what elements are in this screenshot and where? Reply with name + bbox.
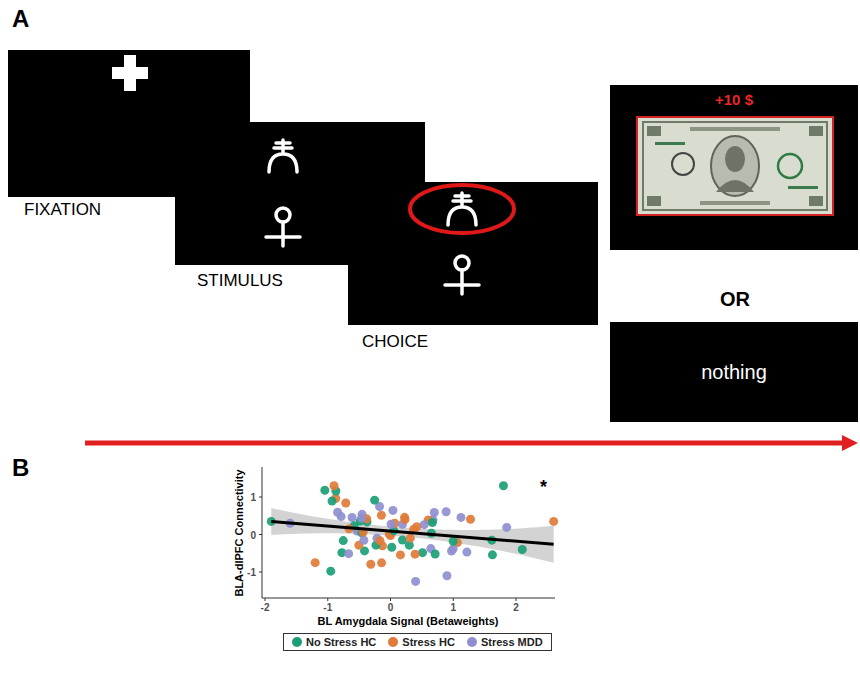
data-point [411,550,420,559]
data-point [442,507,451,516]
data-point [431,549,440,558]
data-point [377,511,386,520]
data-point [337,512,346,521]
data-point [418,548,427,557]
regression-line [271,522,553,545]
data-point [462,548,471,557]
data-point [339,536,348,545]
tick-label: 0 [388,602,394,613]
legend-entry: Stress MDD [467,636,543,648]
legend-swatch [388,637,398,647]
tick-label: -1 [323,602,332,613]
data-point [348,513,357,522]
data-point [370,496,379,505]
confidence-band [271,508,553,563]
data-point [311,558,320,567]
or-text: OR [720,288,750,310]
screen-text: +10 $ [715,91,753,108]
data-point [502,523,511,532]
screen-rect [610,85,858,250]
legend-entry: No Stress HC [292,636,376,648]
tick-label: 0 [250,529,256,540]
outcome-screen: +10 $ [610,85,858,250]
data-point [359,536,368,545]
tick-label: 2 [513,602,519,613]
tick-label: 1 [450,602,456,613]
legend-text: Stress MDD [481,636,543,648]
legend-text: Stress HC [402,636,455,648]
axis-title: BLA-dlPFC Connectivity [233,469,245,596]
data-point [396,550,405,559]
data-point [456,513,465,522]
panel-letter: B [12,455,29,481]
data-point [488,550,497,559]
screen-caption: CHOICE [362,333,428,352]
data-point [326,567,335,576]
legend-swatch [467,637,477,647]
screen-caption: FIXATION [24,201,101,220]
scatter-plot [259,467,558,601]
data-point [449,537,458,546]
tick-label: -1 [247,567,256,578]
data-point [387,543,396,552]
data-point [330,481,339,490]
legend-box: No Stress HC Stress HC Stress MDD [283,633,552,651]
data-point [411,577,420,586]
data-point [328,497,337,506]
screen-text: nothing [701,361,767,384]
screen-caption: STIMULUS [197,272,283,291]
data-point [357,514,366,523]
data-point [412,522,421,531]
axis-title: BL Amygdala Signal (Betaweights) [318,615,499,627]
outcome-screen: nothing [610,322,858,422]
significance-mark: * [540,478,547,498]
data-point [320,486,329,495]
data-point [375,536,384,545]
data-point [388,506,397,515]
data-point [366,560,375,569]
screen-rect [610,322,858,422]
data-point [400,513,409,522]
data-point [518,545,527,554]
data-point [428,518,437,527]
data-point [377,558,386,567]
time-arrow [85,435,858,451]
data-point [344,549,353,558]
tick-label: -2 [261,602,270,613]
data-point [406,534,415,543]
data-point [466,515,475,524]
tick-label: 1 [250,492,256,503]
legend-swatch [292,637,302,647]
data-point [430,508,439,517]
data-point [387,520,396,529]
data-point [499,481,508,490]
data-point [549,517,558,526]
data-point [341,498,350,507]
choice-screen [348,182,598,325]
outcome-screens [610,85,858,422]
panel-letter: A [12,6,29,32]
dollar-bill [637,117,833,215]
legend-text: No Stress HC [306,636,376,648]
data-point [442,571,451,580]
legend-entry: Stress HC [388,636,455,648]
